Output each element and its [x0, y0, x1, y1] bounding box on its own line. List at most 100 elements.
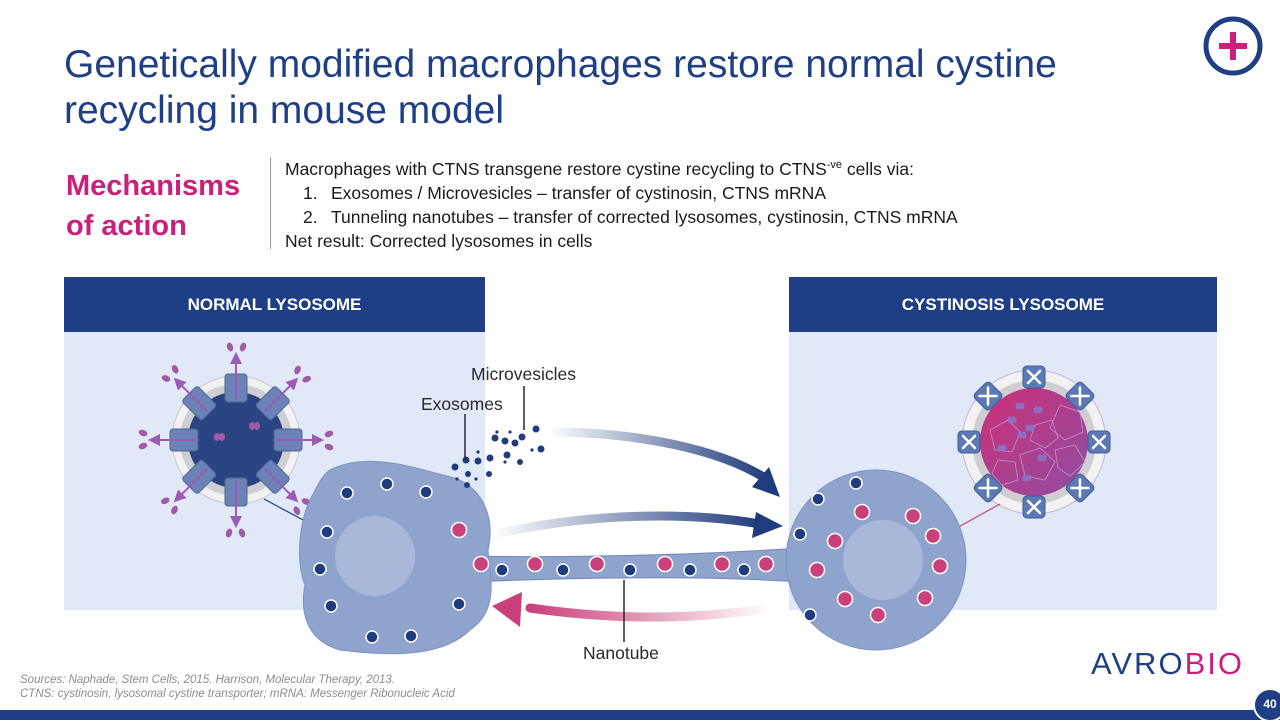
intro-text-end: cells via: [842, 159, 914, 179]
x-mark-icon [978, 478, 998, 498]
exosome [495, 430, 499, 434]
mechanisms-heading-line1: Mechanisms [66, 170, 241, 202]
cystinosin-channel [138, 428, 199, 452]
microvesicle [537, 445, 545, 453]
lysosome [811, 492, 825, 506]
cystinosis-lysosome [940, 365, 1111, 537]
brand-primary: AVRO [1091, 646, 1185, 681]
microvesicle [518, 433, 526, 441]
x-mark-icon [978, 386, 998, 406]
lysosome [623, 563, 637, 577]
exosome-arrow [543, 427, 780, 497]
lysosome [683, 563, 697, 577]
exosome [462, 456, 470, 464]
cystinosis-lysosome-header: CYSTINOSIS LYSOSOME [789, 277, 1217, 332]
microvesicle [501, 437, 509, 445]
exosome [530, 448, 534, 452]
blocked-channel [957, 430, 981, 454]
corrected-lysosome [472, 555, 490, 573]
lysosome [556, 563, 570, 577]
normal-lysosome-header: NORMAL LYSOSOME [64, 277, 485, 332]
x-mark-icon [1070, 386, 1090, 406]
sources-line: Sources: Naphade, Stem Cells, 2015. Harr… [20, 674, 396, 686]
lysosome [320, 525, 334, 539]
blocked-channel [1065, 381, 1095, 411]
cystinosin-channel [161, 365, 217, 421]
mechanism-item: 2. Tunneling nanotubes – transfer of corr… [285, 205, 958, 229]
lysosome [793, 527, 807, 541]
corrected-lysosome [713, 555, 731, 573]
vertical-divider [270, 157, 271, 249]
corrected-lysosome [904, 507, 922, 525]
abbreviations-line: CTNS: cystinosin, lysosomal cystine tran… [20, 688, 455, 700]
microvesicle [503, 451, 511, 459]
exosome [465, 471, 471, 477]
cystinosin-channel [161, 459, 217, 515]
exosome [486, 454, 494, 462]
x-mark-icon [1026, 369, 1042, 385]
microvesicle [517, 459, 523, 465]
mechanism-item: 1.Exosomes / Microvesicles – transfer of… [285, 181, 958, 205]
x-mark-icon [1091, 434, 1107, 450]
exosome [451, 463, 459, 471]
exosome-particles [451, 425, 545, 488]
nanotube [469, 547, 801, 583]
exosome [503, 460, 507, 464]
blocked-channel [973, 381, 1003, 411]
item-text: Tunneling nanotubes – transfer of correc… [331, 207, 958, 227]
macrophage-nucleus [335, 516, 415, 596]
corrected-lysosome [526, 555, 544, 573]
lysosome [803, 608, 817, 622]
corrected-lysosome [826, 532, 844, 550]
brand-secondary: BIO [1184, 646, 1244, 681]
microvesicle-arrow [487, 511, 783, 540]
return-arrow [492, 592, 775, 627]
lysosome [380, 477, 394, 491]
corrected-lysosome [924, 527, 942, 545]
item-number: 1. [303, 183, 318, 203]
microvesicle [511, 439, 519, 447]
x-mark-icon [1070, 478, 1090, 498]
avrobio-logo: AVROBIO [1091, 646, 1244, 682]
corrected-lysosome [869, 606, 887, 624]
corrected-lysosome [931, 557, 949, 575]
cystinosin-channel [224, 477, 248, 538]
corrected-lysosome [757, 555, 775, 573]
footer-bar [0, 710, 1280, 720]
lysosome [324, 599, 338, 613]
lysosome [419, 485, 433, 499]
cystinosin-channel [224, 342, 248, 403]
exosome [486, 471, 492, 477]
exosome [476, 450, 480, 454]
normal-lysosome [138, 342, 334, 538]
slide-title: Genetically modified macrophages restore… [64, 43, 1057, 132]
blocked-channel [973, 473, 1003, 503]
mechanisms-description: Macrophages with CTNS transgene restore … [285, 157, 958, 253]
item-number: 2. [303, 207, 318, 227]
corrected-lysosome [588, 555, 606, 573]
blocked-channel [1065, 473, 1095, 503]
plus-logo-icon [1203, 16, 1263, 76]
lysosome [340, 486, 354, 500]
exosome [455, 477, 459, 481]
lysosome [404, 629, 418, 643]
microvesicles-label: Microvesicles [471, 364, 577, 384]
intro-text: Macrophages with CTNS transgene restore … [285, 159, 827, 179]
exosome [508, 430, 512, 434]
intro-superscript: -ve [826, 159, 843, 171]
exosome [474, 477, 478, 481]
mechanisms-intro: Macrophages with CTNS transgene restore … [285, 157, 958, 181]
cystinosin-channel [273, 428, 334, 452]
exosomes-label: Exosomes [421, 394, 503, 414]
corrected-lysosome [853, 503, 871, 521]
lysosome [737, 563, 751, 577]
exosome [491, 434, 499, 442]
sources-footnote: Sources: Naphade, Stem Cells, 2015. Harr… [20, 673, 455, 701]
corrected-lysosome [450, 521, 468, 539]
lysosome [849, 476, 863, 490]
lysosome [365, 630, 379, 644]
mechanisms-heading-line2: of action [66, 210, 187, 242]
net-result: Net result: Corrected lysosomes in cells [285, 231, 593, 251]
vesicles-group [313, 476, 949, 644]
